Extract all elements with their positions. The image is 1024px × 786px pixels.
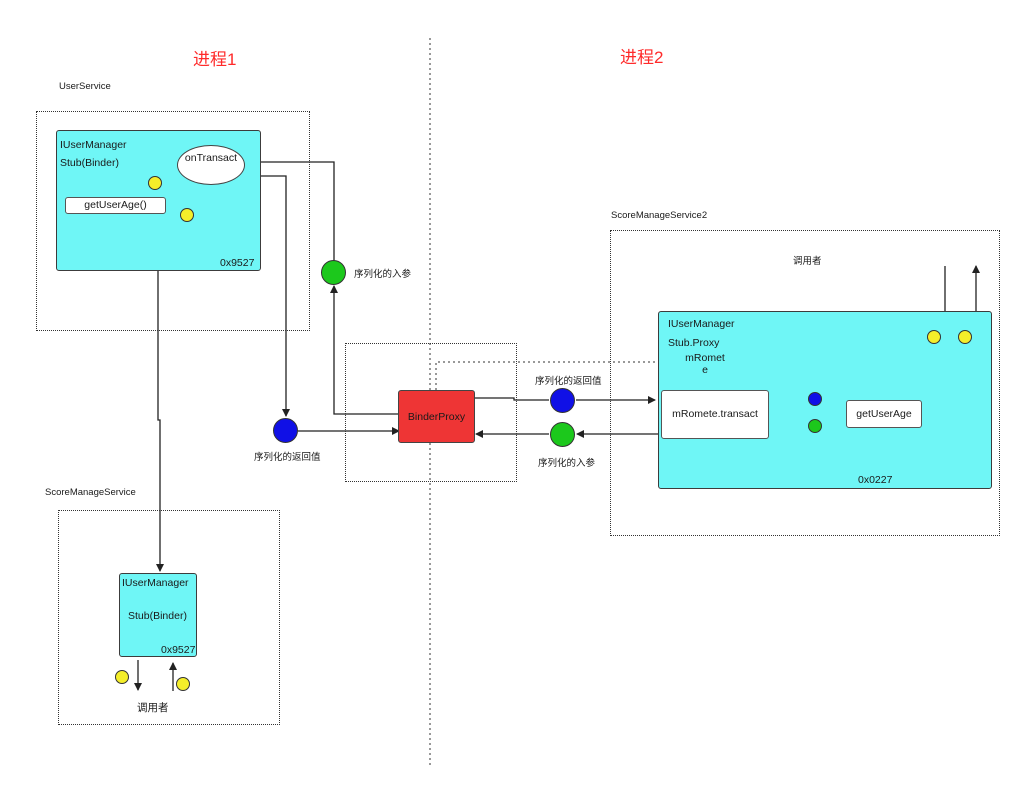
serialized-params-dot-p2 xyxy=(550,422,575,447)
ontransact-node: onTransact xyxy=(177,145,245,185)
arrow-params-to-ontransact xyxy=(248,158,335,262)
scoreservice-p2-interface-label: IUserManager xyxy=(668,318,735,330)
userservice-address: 0x9527 xyxy=(220,257,255,269)
line-binderproxy-to-return-dot xyxy=(474,397,549,401)
serialized-params-label-p2: 序列化的入参 xyxy=(538,458,596,469)
data-dot-4 xyxy=(176,677,190,691)
process1-title: 进程1 xyxy=(193,50,237,69)
data-dot-3 xyxy=(115,670,129,684)
params-dot-small xyxy=(808,419,822,433)
serialized-return-dot-p2 xyxy=(550,388,575,413)
userservice-stub-label: Stub(Binder) xyxy=(60,157,119,169)
scoreservice-p1-address: 0x9527 xyxy=(161,644,196,656)
arrow-return-down xyxy=(260,175,290,417)
data-dot-1 xyxy=(148,176,162,190)
scoreservice-p2-address: 0x0227 xyxy=(858,474,893,486)
scoreservice-p1-label: ScoreManageService xyxy=(45,487,136,498)
binderproxy-box: BinderProxy xyxy=(398,390,475,443)
userservice-interface-label: IUserManager xyxy=(60,139,127,151)
scoreservice-p2-container xyxy=(610,230,1000,536)
scoreservice-p2-caller-label: 调用者 xyxy=(793,256,822,267)
m-remote-label: mRomete xyxy=(685,352,725,376)
return-dot-small xyxy=(808,392,822,406)
serialized-return-dot-p1 xyxy=(273,418,298,443)
scoreservice-p1-stub-box xyxy=(119,573,197,657)
userservice-container xyxy=(36,111,310,331)
arrow-params-up xyxy=(330,285,398,415)
getuserage-method-box: getUserAge() xyxy=(65,197,166,214)
serialized-params-label-p1: 序列化的入参 xyxy=(354,269,412,280)
data-dot-6 xyxy=(958,330,972,344)
userservice-label: UserService xyxy=(59,81,111,92)
process2-title: 进程2 xyxy=(620,48,664,67)
arrow-userservice-to-scoreservice xyxy=(156,271,164,572)
scoreservice-p1-caller-label: 调用者 xyxy=(137,702,169,714)
serialized-params-dot-p1 xyxy=(321,260,346,285)
scoreservice-p1-stub-label: Stub(Binder) xyxy=(128,610,187,622)
binderproxy-container xyxy=(345,343,517,482)
data-dot-5 xyxy=(927,330,941,344)
getuserage-proxy-box: getUserAge xyxy=(846,400,922,428)
serialized-return-label-p2: 序列化的返回值 xyxy=(535,376,602,387)
serialized-return-label-p1: 序列化的返回值 xyxy=(254,452,321,463)
scoreservice-p2-stub-proxy-label: Stub.Proxy xyxy=(668,337,720,349)
scoreservice-p2-label: ScoreManageService2 xyxy=(611,210,708,221)
scoreservice-p1-container xyxy=(58,510,280,725)
data-dot-2 xyxy=(180,208,194,222)
transact-box: mRomete.transact xyxy=(661,390,769,439)
scoreservice-p1-interface-label: IUserManager xyxy=(122,577,189,589)
